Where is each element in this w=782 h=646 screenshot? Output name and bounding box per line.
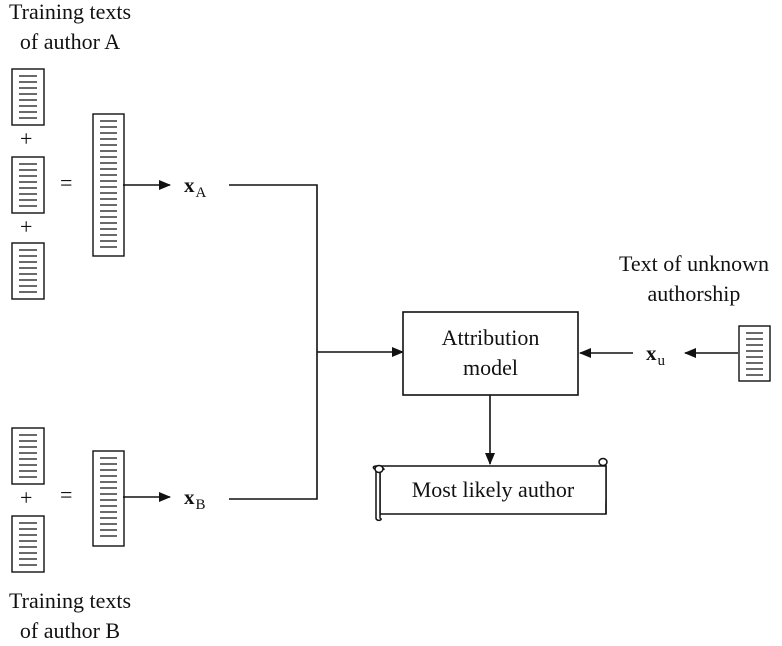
training-b-label: Training texts of author B: [0, 586, 140, 646]
variable-xb-sub: B: [195, 497, 206, 513]
training-a-line1: Training texts: [8, 0, 132, 24]
document-a-3-icon: [11, 242, 45, 300]
variable-xb-base: x: [184, 485, 195, 509]
model-line1: Attribution: [441, 325, 540, 350]
variable-xa-base: x: [184, 173, 195, 197]
document-b-1-icon: [11, 427, 45, 485]
unknown-line2: authorship: [647, 281, 741, 306]
training-b-line2: of author B: [19, 618, 121, 643]
equals-a: =: [60, 170, 73, 195]
output-scroll-icon: [372, 457, 608, 522]
merged-document-a-icon: [92, 113, 125, 257]
plus-b: +: [20, 485, 33, 510]
training-b-line1: Training texts: [8, 588, 132, 613]
merged-document-b-icon: [92, 450, 125, 547]
unknown-line1: Text of unknown: [619, 251, 769, 276]
document-b-2-icon: [11, 515, 45, 573]
document-a-2-icon: [11, 156, 45, 214]
plus-a-1: +: [20, 126, 33, 151]
equals-b: =: [60, 482, 73, 507]
plus-a-2: +: [20, 214, 33, 239]
variable-xu: xu: [646, 341, 665, 370]
variable-xu-sub: u: [657, 353, 666, 369]
attribution-model-box: [402, 311, 579, 396]
unknown-document-icon: [738, 325, 771, 382]
output-label: Most likely author: [411, 477, 575, 502]
document-a-1-icon: [11, 68, 45, 126]
connector-xa: [229, 184, 318, 500]
variable-xa: xA: [184, 173, 206, 202]
variable-xa-sub: A: [195, 185, 207, 201]
unknown-text-label: Text of unknown authorship: [606, 249, 782, 309]
variable-xu-base: x: [646, 341, 657, 365]
variable-xb: xB: [184, 485, 206, 514]
training-a-label: Training texts of author A: [0, 0, 140, 57]
training-a-line2: of author A: [19, 29, 121, 54]
model-label: Attribution model: [403, 323, 578, 383]
model-line2: model: [463, 355, 518, 380]
